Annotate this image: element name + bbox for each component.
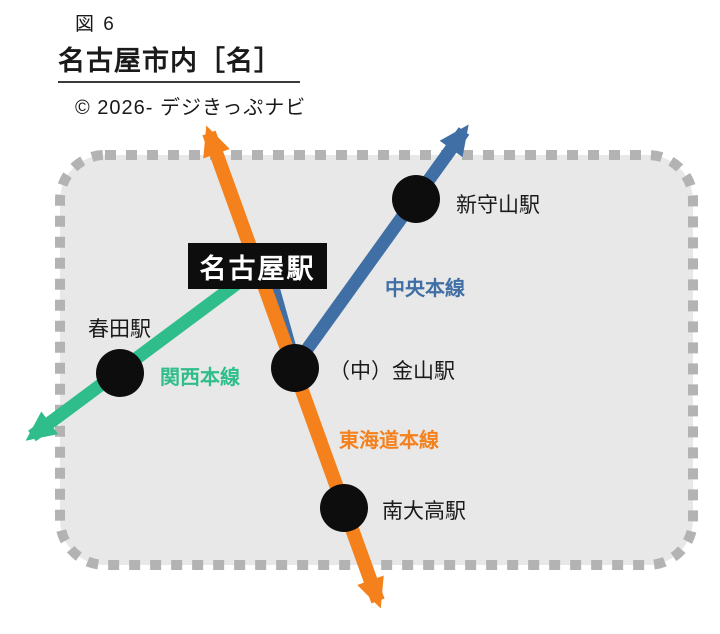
station-dot-haruta — [96, 349, 144, 397]
station-dot-minamiodaka — [320, 484, 368, 532]
line-label-chuo: 中央本線 — [385, 278, 465, 300]
station-dot-shinmoriyama — [392, 175, 440, 223]
line-label-kansai: 関西本線 — [160, 367, 240, 389]
station-label-haruta: 春田駅 — [88, 318, 151, 341]
station-label-minamiodaka: 南大高駅 — [382, 500, 466, 523]
nagoya-station-label: 名古屋駅 — [188, 243, 327, 289]
copyright-text: © 2026- デジきっぷナビ — [75, 97, 307, 119]
station-label-shinmoriyama: 新守山駅 — [456, 194, 540, 217]
station-dot-kanayama — [271, 344, 319, 392]
figure-number: 図 6 — [75, 14, 116, 35]
station-label-kanayama: （中）金山駅 — [329, 360, 455, 383]
line-label-tokaido: 東海道本線 — [339, 430, 439, 452]
figure-title: 名古屋市内［名］ — [58, 39, 300, 83]
